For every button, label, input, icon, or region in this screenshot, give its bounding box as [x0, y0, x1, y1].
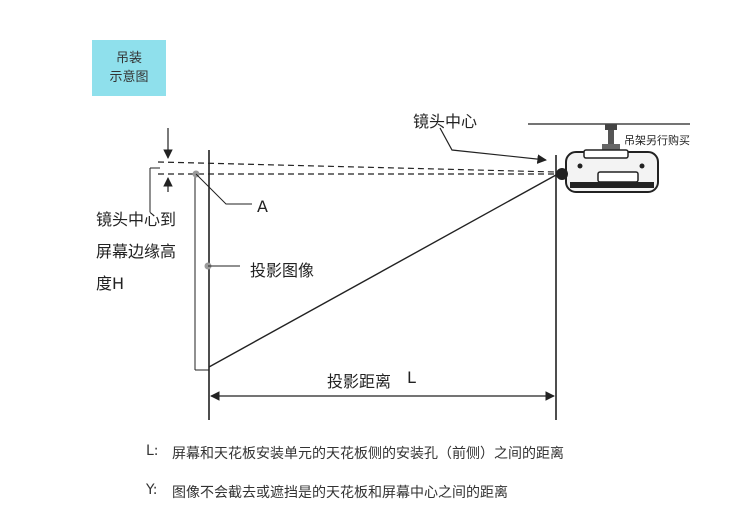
note-l-text: 屏幕和天花板安装单元的天花板侧的安装孔（前侧）之间的距离 — [172, 446, 564, 462]
lens-center-label: 镜头中心 — [413, 112, 478, 131]
height-label-line-2: 屏幕边缘高 — [96, 242, 177, 261]
note-y-text: 图像不会截去或遮挡是的天花板和屏幕中心之间的距离 — [172, 485, 508, 501]
projector-icon — [556, 149, 659, 193]
lens-center-leader — [439, 127, 547, 164]
height-label-line-1: 镜头中心到 — [96, 210, 177, 229]
beam-top-dashed — [157, 161, 557, 173]
projected-image-label: 投影图像 — [250, 261, 315, 280]
badge-line-1: 吊装 — [115, 51, 142, 66]
beam-bottom — [208, 174, 557, 368]
height-label-line-3: 度H — [96, 274, 125, 293]
point-a-leader — [195, 173, 252, 205]
throw-distance-symbol: L — [407, 368, 416, 387]
note-y-prefix: Y: — [146, 482, 158, 498]
diagram-type-badge: 吊装 示意图 — [92, 40, 166, 96]
ceiling-mount-icon — [602, 124, 620, 152]
point-a-label: A — [257, 197, 268, 216]
throw-distance-label: 投影距离 — [327, 372, 392, 391]
badge-line-2: 示意图 — [109, 70, 149, 85]
mount-note-label: 吊架另行购买 — [624, 134, 690, 147]
note-l-prefix: L: — [146, 443, 159, 459]
